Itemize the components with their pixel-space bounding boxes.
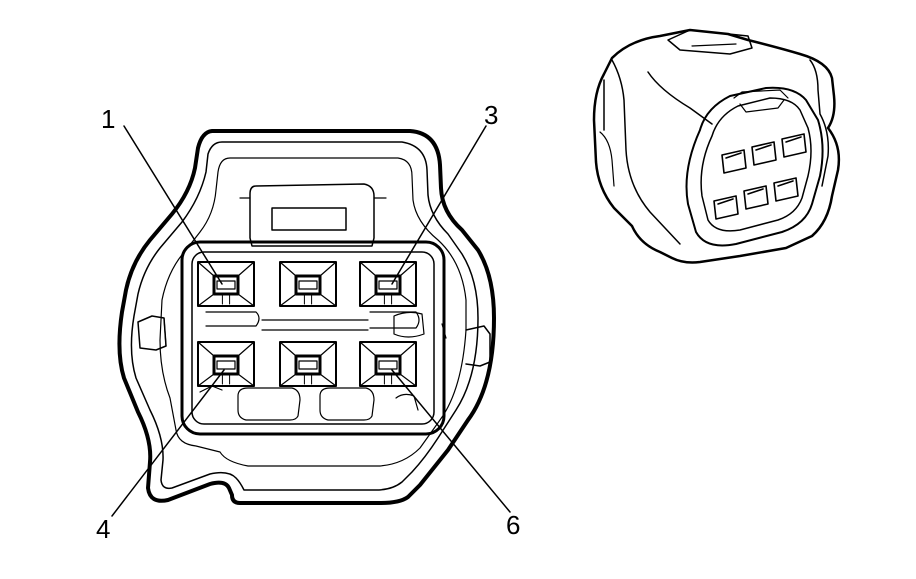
housing-inner-contour [159, 157, 467, 467]
pin-cavity-chamfer [197, 341, 255, 387]
housing-outer-outline [117, 129, 496, 505]
pin-label-4: 4 [96, 514, 110, 544]
pin-terminal-contact [378, 360, 398, 370]
pin-cavity-chamfer [279, 341, 337, 387]
iso-pin-cavity-2 [751, 141, 777, 166]
pin-cavity-detail [303, 373, 313, 385]
leader-lines [111, 125, 511, 517]
pin-cavities [197, 261, 417, 387]
pin-cavity-detail [303, 293, 313, 305]
pin-cavity-outline [359, 261, 417, 307]
leader-line-pin4 [111, 369, 225, 517]
pin-cavity-chamfer [359, 341, 417, 387]
connector-front-view: 1 3 4 6 [96, 100, 520, 544]
pin-cavity-5 [279, 341, 337, 387]
iso-body-outline [592, 28, 841, 264]
pin-terminal-contact [216, 360, 236, 370]
pin-cavity-detail [221, 293, 231, 305]
top-lock-window [271, 207, 347, 231]
cavity-separators [199, 311, 425, 421]
leader-line-pin3 [391, 125, 487, 285]
pin-cavity-outline [197, 341, 255, 387]
pin-cavity-detail [221, 373, 231, 385]
pin-cavity-chamfer [197, 261, 255, 307]
pin-terminal-slot [212, 354, 240, 376]
pin-cavity-detail [383, 373, 393, 385]
left-latch-tab [137, 315, 167, 351]
right-latch-tab [465, 325, 491, 367]
pin-cavity-outline [359, 341, 417, 387]
pin-cavity-3 [359, 261, 417, 307]
iso-top-rib [667, 29, 753, 55]
top-lock-tab [249, 183, 375, 247]
pin-cavity-4 [197, 341, 255, 387]
pin-terminal-contact [216, 280, 236, 290]
pin-cavity-2 [279, 261, 337, 307]
iso-pin-cavity-3 [781, 133, 807, 158]
iso-pin-cavity-6 [773, 177, 799, 202]
pin-terminal-slot [212, 274, 240, 296]
pin-terminal-slot [294, 354, 322, 376]
pin-cavity-outline [197, 261, 255, 307]
pin-cavity-outline [279, 261, 337, 307]
iso-pin-cavity-5 [743, 185, 769, 210]
pin-cavity-1 [197, 261, 255, 307]
pin-cavity-6 [359, 341, 417, 387]
connector-isometric-view [592, 28, 841, 264]
pin-cavity-outline [279, 341, 337, 387]
pin-label-1: 1 [101, 104, 115, 134]
cavity-frame-inner [191, 251, 435, 425]
iso-pin-cavity-4 [713, 195, 739, 220]
pin-cavity-detail [383, 293, 393, 305]
pin-label-3: 3 [484, 100, 498, 130]
pin-terminal-contact [298, 360, 318, 370]
leader-line-pin6 [391, 369, 511, 513]
housing-inner-outline [130, 141, 479, 491]
pin-terminal-contact [378, 280, 398, 290]
leader-line-pin1 [123, 125, 223, 285]
cavity-frame-outer [180, 240, 446, 436]
pin-cavity-chamfer [359, 261, 417, 307]
pin-terminal-slot [294, 274, 322, 296]
pin-terminal-slot [374, 274, 402, 296]
pin-terminal-slot [374, 354, 402, 376]
pin-cavity-chamfer [279, 261, 337, 307]
pin-terminal-contact [298, 280, 318, 290]
iso-face-frame [685, 86, 824, 247]
pin-label-6: 6 [506, 510, 520, 540]
iso-pin-cavity-1 [721, 149, 747, 174]
iso-cavities [713, 133, 807, 220]
